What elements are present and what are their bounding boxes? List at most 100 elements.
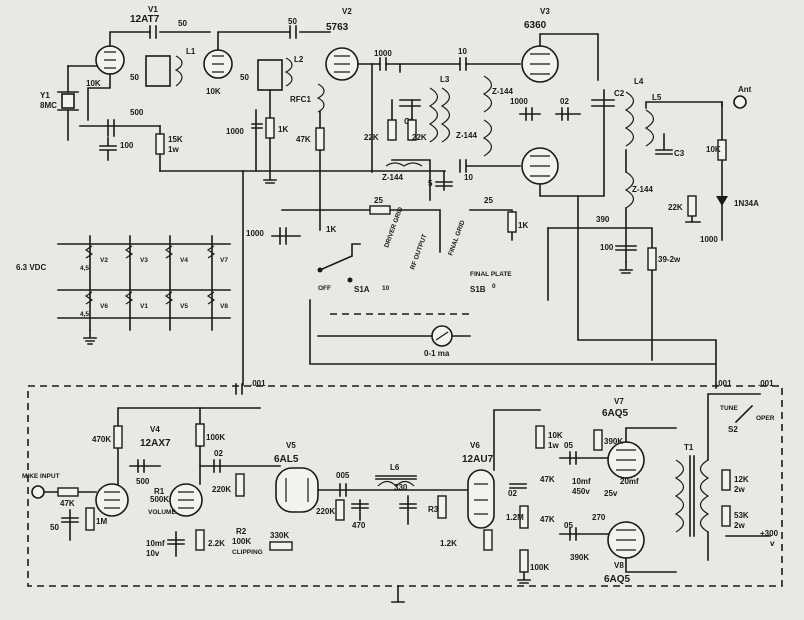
tube-v1b: 10K xyxy=(203,49,233,96)
heater-v1: V1 xyxy=(140,303,148,310)
r-12m-label: 1.2M xyxy=(506,513,524,522)
b-plus-unit-label: v xyxy=(770,539,775,548)
v1-ref: V1 xyxy=(148,5,158,14)
tube-v2: V2 5763 xyxy=(325,7,359,81)
v4-ref: V4 xyxy=(150,425,160,434)
c-05a-label: 05 xyxy=(564,441,573,450)
v3-type: 6360 xyxy=(524,20,547,31)
r-15k-label: 15K xyxy=(168,135,183,144)
pos-off-label: OFF xyxy=(318,285,331,292)
r-12k-2w-label: 12K xyxy=(734,475,749,484)
c-470-label: 470 xyxy=(352,521,366,530)
r-53k-label: 53K xyxy=(734,511,749,520)
c-330-label: 330 xyxy=(394,483,408,492)
r-470k-label: 470K xyxy=(92,435,111,444)
tube-v7: V7 6AQ5 xyxy=(602,397,645,479)
crystal-y1: Y1 8MC xyxy=(40,65,101,141)
c-1000-d xyxy=(271,227,301,245)
c-470 xyxy=(351,499,369,521)
diode-1n34a xyxy=(716,196,728,206)
c-50-mod xyxy=(61,509,79,541)
heater-v3: V3 xyxy=(140,257,148,264)
tank-l1: L1 50 xyxy=(130,47,196,87)
c-50d-label: 50 xyxy=(240,73,249,82)
r-100k-label: 100K xyxy=(206,433,225,442)
heater-v5: V5 xyxy=(180,303,188,310)
r-10k-v1-label: 10K xyxy=(86,79,101,88)
l6-choke xyxy=(377,480,415,487)
c-001a-label: .001 xyxy=(250,379,266,388)
ground-symbol xyxy=(619,261,633,274)
tube-v1: V1 12AT7 xyxy=(95,5,160,75)
r-15k-w-label: 1w xyxy=(168,145,179,154)
v4-type: 12AX7 xyxy=(140,438,171,449)
v5-ref: V5 xyxy=(286,441,296,450)
ant-label: Ant xyxy=(738,85,752,94)
c-02b xyxy=(509,483,527,489)
r-390k-b-label: 390K xyxy=(570,553,589,562)
c-100b xyxy=(615,245,637,251)
meter-feed xyxy=(309,195,717,389)
s2-label: S2 xyxy=(728,425,738,434)
v7-v8-plates xyxy=(625,427,677,573)
c-005 xyxy=(339,483,347,497)
c-50-v1 xyxy=(149,25,157,39)
r-390-label: 390 xyxy=(596,215,610,224)
v7-type: 6AQ5 xyxy=(602,408,629,419)
v3b-plate xyxy=(539,89,605,197)
r2-name-label: CLIPPING xyxy=(232,549,263,556)
chassis-ground xyxy=(391,585,405,603)
final-plate-label: FINAL PLATE xyxy=(470,271,512,278)
mike-input-label: MIKE INPUT xyxy=(22,473,60,480)
v7-ref: V7 xyxy=(614,397,624,406)
c-1000-b xyxy=(519,107,541,121)
r-1k-c-label: 1K xyxy=(326,225,336,234)
c-1000-v2 xyxy=(251,123,263,129)
r-1k-b-label: 1K xyxy=(518,221,528,230)
v4-plate-bus xyxy=(117,407,261,485)
r-1k-a-label: 1K xyxy=(278,125,288,134)
c-05-caps xyxy=(569,451,577,541)
c-20mf-label: 20mf xyxy=(620,477,639,486)
c-5-label: 5 xyxy=(428,179,433,188)
s1b-label: S1B xyxy=(470,285,486,294)
heater-v2: V2 xyxy=(100,257,108,264)
heater-supply-label: 6.3 VDC xyxy=(16,263,46,272)
c-1000-d-label: 1000 xyxy=(246,229,264,238)
v8-ref: V8 xyxy=(614,561,624,570)
c-500-wire xyxy=(79,119,161,137)
ground-symbol xyxy=(517,571,531,584)
r2-val-label: 100K xyxy=(232,537,251,546)
rfc1-coil xyxy=(316,83,325,113)
t1-secondary xyxy=(707,393,761,561)
r-25a-wire xyxy=(281,209,441,253)
c-100b-label: 100 xyxy=(600,243,614,252)
r-10k-mod-label: 10K xyxy=(548,431,563,440)
v6-ref: V6 xyxy=(470,441,480,450)
r-390-wire xyxy=(547,227,653,361)
l1-label: L1 xyxy=(186,47,196,56)
c-1000-v2out xyxy=(379,57,387,71)
z144-a-label: Z-144 xyxy=(382,173,403,182)
r-270-label: 270 xyxy=(592,513,606,522)
c-25v-label: 25v xyxy=(604,489,618,498)
mike-jack xyxy=(31,485,45,499)
r-330k-label: 330K xyxy=(270,531,289,540)
v2-type: 5763 xyxy=(326,22,349,33)
y1-label: Y1 xyxy=(40,91,50,100)
c-50c-label: 50 xyxy=(288,17,297,26)
c-500-mod-label: 500 xyxy=(136,477,150,486)
c-50-v1b xyxy=(289,25,297,39)
v2-out xyxy=(357,63,401,73)
tube-v3: V3 6360 xyxy=(521,7,559,83)
r-12k-label: 1.2K xyxy=(440,539,457,548)
rfc1-label: RFC1 xyxy=(290,95,311,104)
b-plus-label: +300 xyxy=(760,529,779,538)
r-22k-mod-label: 2.2K xyxy=(208,539,225,548)
tube-v6: V6 12AU7 xyxy=(462,441,495,529)
v6-plate xyxy=(493,409,541,471)
r-47k-b-label: 47K xyxy=(540,515,555,524)
c-02b-label: 02 xyxy=(508,489,517,498)
c-02-label: 02 xyxy=(560,97,569,106)
c-50b-label: 50 xyxy=(130,73,139,82)
